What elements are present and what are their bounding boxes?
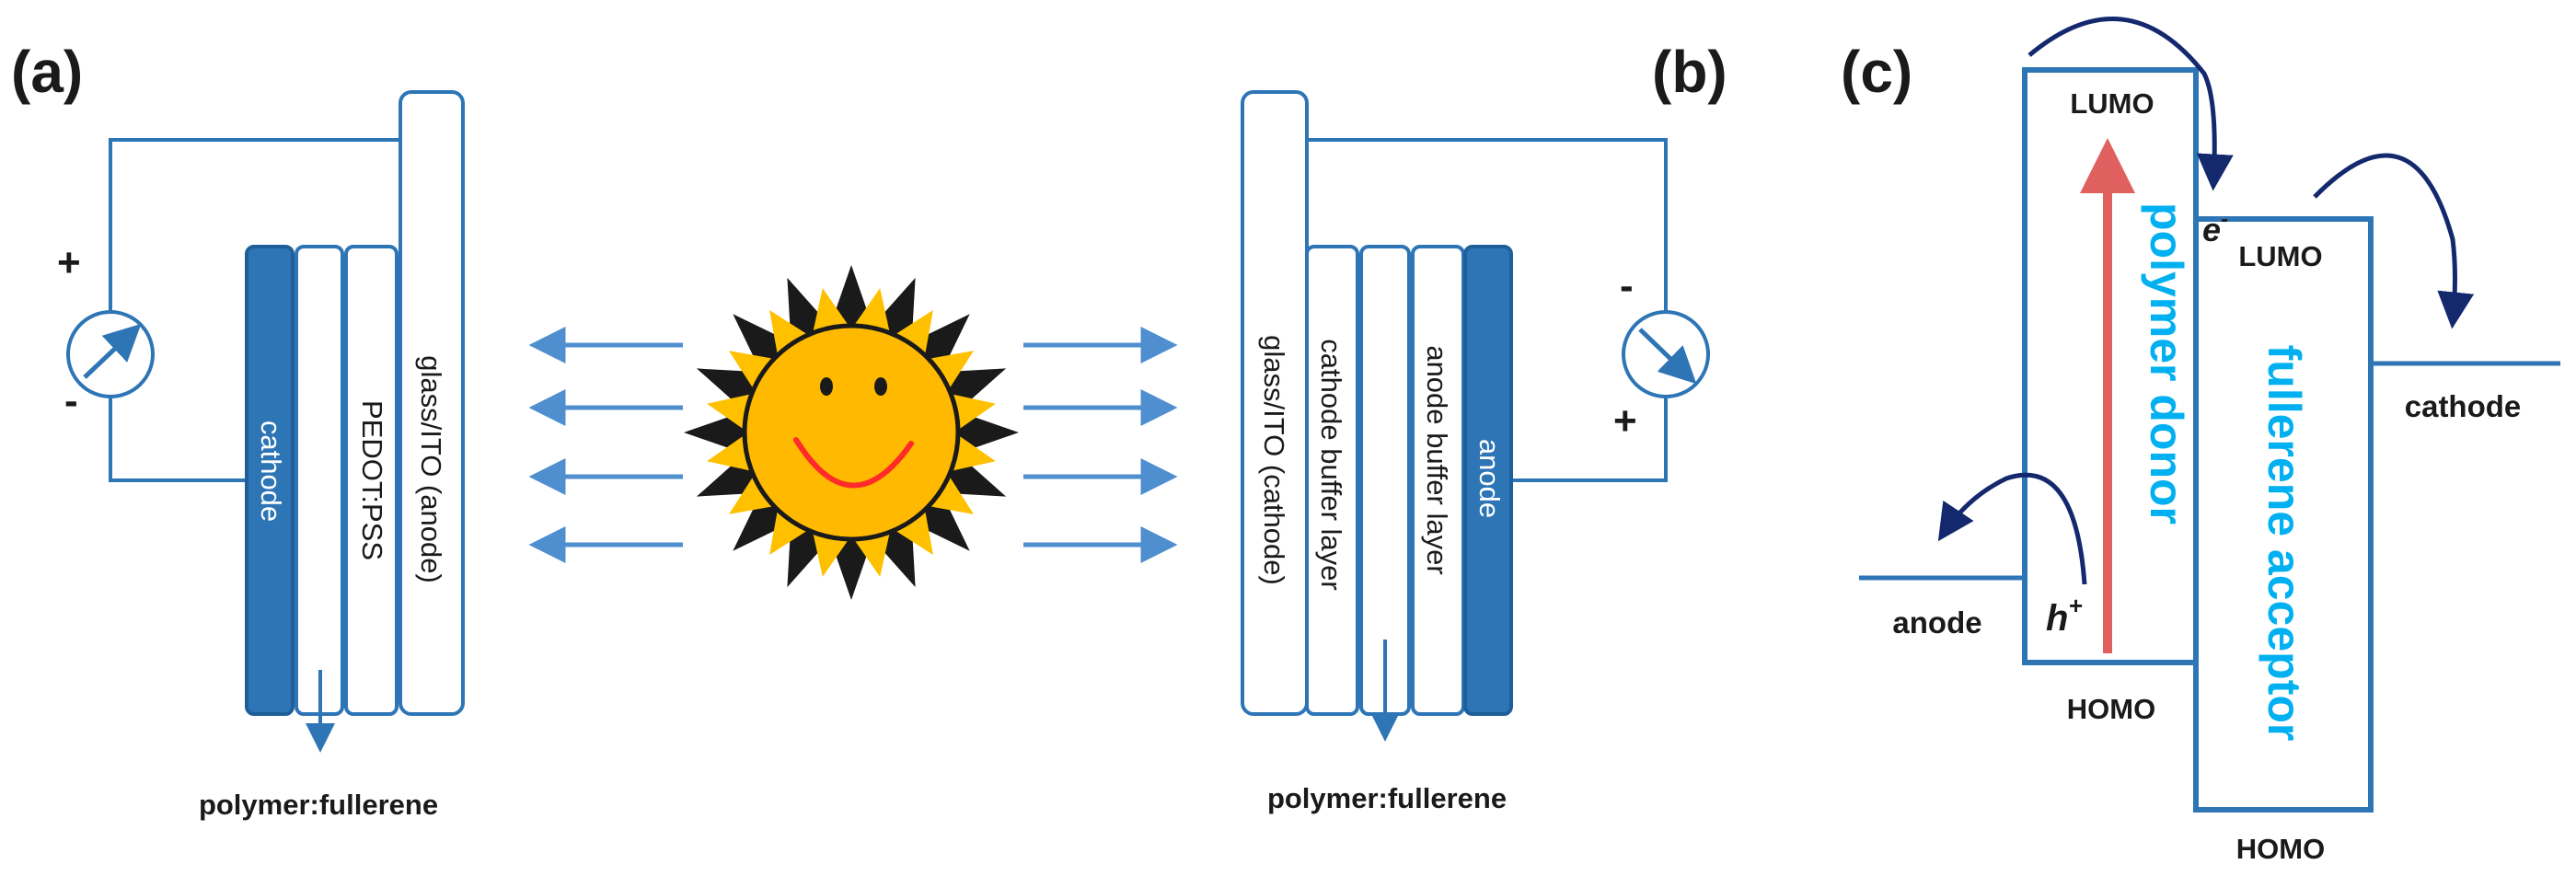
panel-c: (c) LUMO HOMO LUMO HOMO anode cathode po…: [1841, 17, 2560, 865]
panel-a-label: (a): [11, 39, 83, 105]
panel-a-cathode-layer: [245, 245, 295, 716]
acceptor-lumo-label: LUMO: [2238, 240, 2322, 272]
panel-b: (b) - + glass/ITO (cathode) cathode buff…: [1241, 39, 1727, 814]
panel-b-glass-label: glass/ITO (cathode): [1258, 335, 1290, 585]
ammeter-needle: [83, 323, 142, 379]
donor-homo-label: HOMO: [2067, 693, 2155, 725]
panel-b-anode-label: anode: [1473, 439, 1506, 518]
panel-b-active-layer-label: polymer:fullerene: [1267, 782, 1507, 814]
electron-label: e-: [2202, 207, 2228, 248]
hole-extraction-arrow: [1937, 472, 2087, 585]
panel-a-ammeter: + -: [57, 240, 155, 423]
panel-b-anode-buffer-label: anode buffer layer: [1421, 345, 1453, 574]
panel-a-pedot-layer: [344, 245, 399, 716]
panel-b-ammeter: - +: [1613, 263, 1710, 444]
panel-a-meter-plus: +: [57, 240, 81, 285]
electron-transfer-arrow: [2027, 17, 2234, 191]
sun-eye-right: [874, 377, 887, 396]
panel-b-anode-layer: [1463, 245, 1513, 716]
donor-lumo-label: LUMO: [2070, 87, 2154, 120]
panel-a-cathode-label: cathode: [255, 421, 287, 522]
sun-face: [742, 323, 961, 542]
light-arrows-right: [1023, 327, 1178, 563]
fullerene-acceptor-box: [2193, 216, 2374, 813]
panel-b-cathode-buffer-layer: [1305, 245, 1359, 716]
sun-smile: [793, 437, 914, 489]
panel-b-cathode-buffer-label: cathode buffer layer: [1315, 339, 1347, 590]
panel-b-meter-minus: -: [1620, 263, 1634, 308]
panel-b-label: (b): [1652, 39, 1727, 105]
electron-extraction-arrow: [2313, 153, 2475, 329]
cathode-label: cathode: [2405, 389, 2522, 423]
panel-a-active-layer-label: polymer:fullerene: [199, 789, 438, 821]
anode-label: anode: [1892, 605, 1981, 640]
light-arrows-left: [528, 327, 683, 563]
panel-a-glass-label: glass/ITO (anode): [415, 355, 447, 583]
panel-a-pedot-label: PEDOT:PSS: [356, 400, 388, 560]
panel-a-circuit-wire: [109, 138, 400, 482]
acceptor-homo-label: HOMO: [2236, 833, 2325, 865]
panel-a-meter-minus: -: [64, 378, 78, 423]
panel-b-meter-plus: +: [1613, 398, 1637, 444]
smiling-sun-icon: [684, 265, 1019, 600]
panel-a-active-layer: [295, 245, 344, 716]
panel-a: (a) + - cathode PEDOT:PSS glass/ITO (ano…: [11, 39, 465, 821]
panel-a-glass-layer: [399, 90, 465, 716]
ammeter-needle: [1638, 328, 1697, 385]
panel-b-circuit-wire: [1307, 138, 1668, 482]
panel-c-label: (c): [1841, 39, 1912, 105]
hole-label: h+: [2046, 592, 2083, 639]
sun-eye-left: [820, 377, 833, 396]
polymer-donor-label: polymer donor: [2141, 202, 2192, 524]
fullerene-acceptor-label: fullerene acceptor: [2258, 345, 2310, 742]
